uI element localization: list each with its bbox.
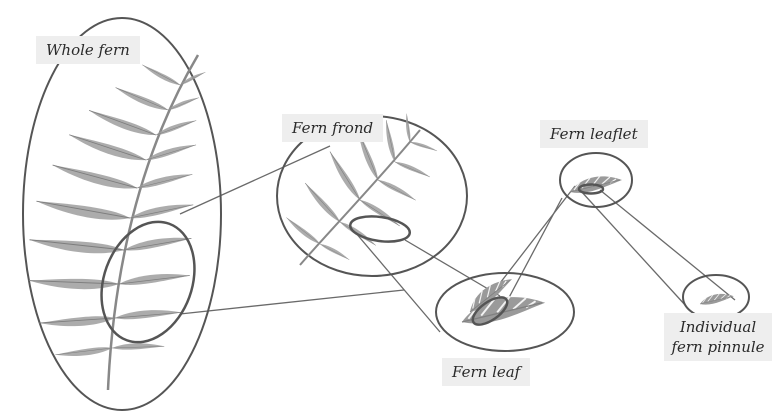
label-fern-leaf: Fern leaf	[442, 358, 530, 386]
connector-lines	[180, 146, 735, 332]
label-pinnule-line1: Individual	[668, 317, 768, 337]
connector-line	[505, 198, 562, 305]
fern-leaf-illustration	[436, 273, 574, 351]
label-pinnule-line2: fern pinnule	[668, 337, 768, 357]
connector-line	[180, 290, 404, 314]
connector-line	[180, 146, 330, 214]
label-fern-leaflet: Fern leaflet	[540, 120, 648, 148]
leaf-highlight-ellipse	[349, 213, 412, 245]
label-whole-fern: Whole fern	[36, 36, 140, 64]
label-individual-fern-pinnule: Individual fern pinnule	[664, 313, 772, 361]
label-fern-frond: Fern frond	[282, 114, 383, 142]
fern-leaflet-illustration	[560, 153, 632, 207]
whole-fern-illustration	[23, 18, 221, 410]
connector-line	[600, 190, 735, 300]
fern-pinnae	[28, 62, 206, 358]
connector-line	[355, 232, 440, 332]
whole-fern-ellipse	[23, 18, 221, 410]
